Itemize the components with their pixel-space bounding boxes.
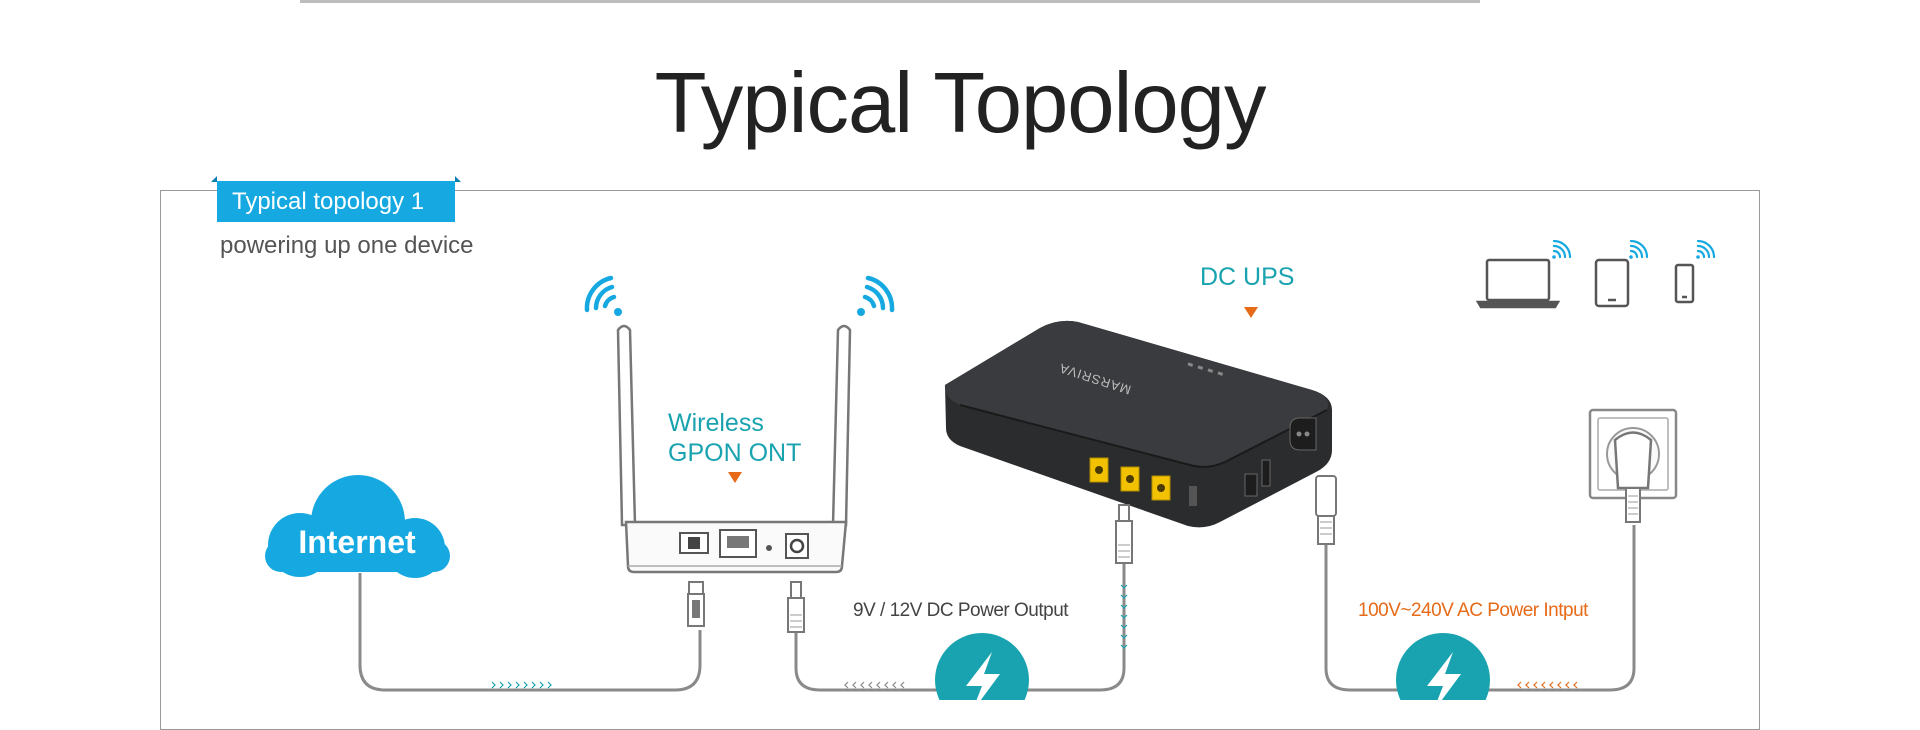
flow-chevrons-ac [1517, 681, 1578, 689]
flow-chevrons-vertical [1120, 584, 1128, 649]
top-decoration-strip [0, 0, 1920, 4]
phone-icon [1674, 263, 1695, 304]
ethernet-plug-icon [687, 581, 705, 627]
flow-chevrons-internet [491, 681, 552, 689]
dc-ups-label: DC UPS [1200, 263, 1295, 291]
dc-ups-pointer-icon [1244, 307, 1258, 318]
power-icon-ac [1396, 633, 1490, 700]
wifi-icon-laptop [1552, 239, 1572, 259]
internet-label: Internet [298, 524, 416, 560]
device-wifi-icons [1552, 239, 1716, 259]
internet-cable [358, 573, 702, 692]
flow-chevrons-dc [844, 681, 905, 689]
topology-subtitle: powering up one device [220, 232, 474, 259]
ont-label: Wireless GPON ONT [668, 408, 801, 468]
laptop-icon [1475, 258, 1561, 309]
ont-pointer-icon [728, 472, 742, 483]
tab-fold-left [211, 176, 217, 182]
wifi-icon-phone [1696, 239, 1716, 259]
dc-plug-icon [787, 581, 805, 633]
reset-button-icon [766, 545, 772, 551]
ups-usb-port-icon [1189, 486, 1197, 506]
wall-outlet-icon [1588, 408, 1678, 523]
topology-tab: Typical topology 1 [217, 181, 455, 222]
tab-fold-right [455, 176, 461, 182]
topology-diagram: MARSRIVA [265, 239, 1716, 700]
wifi-icon-left [584, 275, 622, 316]
flow-chevrons [491, 584, 1578, 689]
antenna-left [616, 324, 637, 527]
ont-label-line1: Wireless [668, 409, 764, 437]
dc-output-label: 9V / 12V DC Power Output [853, 600, 1069, 621]
ups-dc-plug-icon [1115, 504, 1133, 564]
ups-led-indicators [1187, 362, 1224, 376]
antenna-right [831, 324, 852, 527]
ac-input-label: 100V~240V AC Power Intput [1358, 600, 1588, 621]
ont-label-line2: GPON ONT [668, 439, 802, 467]
tablet-icon [1594, 258, 1630, 308]
ups-switch-icon [1261, 459, 1271, 487]
dc-ups-device: MARSRIVA [944, 320, 1332, 528]
ups-ac-inlet-icon [1289, 417, 1317, 451]
power-icon-dc [935, 633, 1029, 700]
ups-dc-output-ports [1089, 457, 1171, 501]
wifi-icon-tablet [1629, 239, 1649, 259]
ac-inlet-plug-icon [1315, 475, 1337, 545]
router [624, 520, 848, 574]
router-antennas [616, 324, 852, 527]
page-title: Typical Topology [654, 56, 1267, 151]
wifi-icon-right [857, 275, 895, 316]
cloud-icon [265, 475, 450, 578]
ups-dc-jack-icon [1244, 473, 1258, 497]
dc-jack-icon [785, 533, 809, 559]
